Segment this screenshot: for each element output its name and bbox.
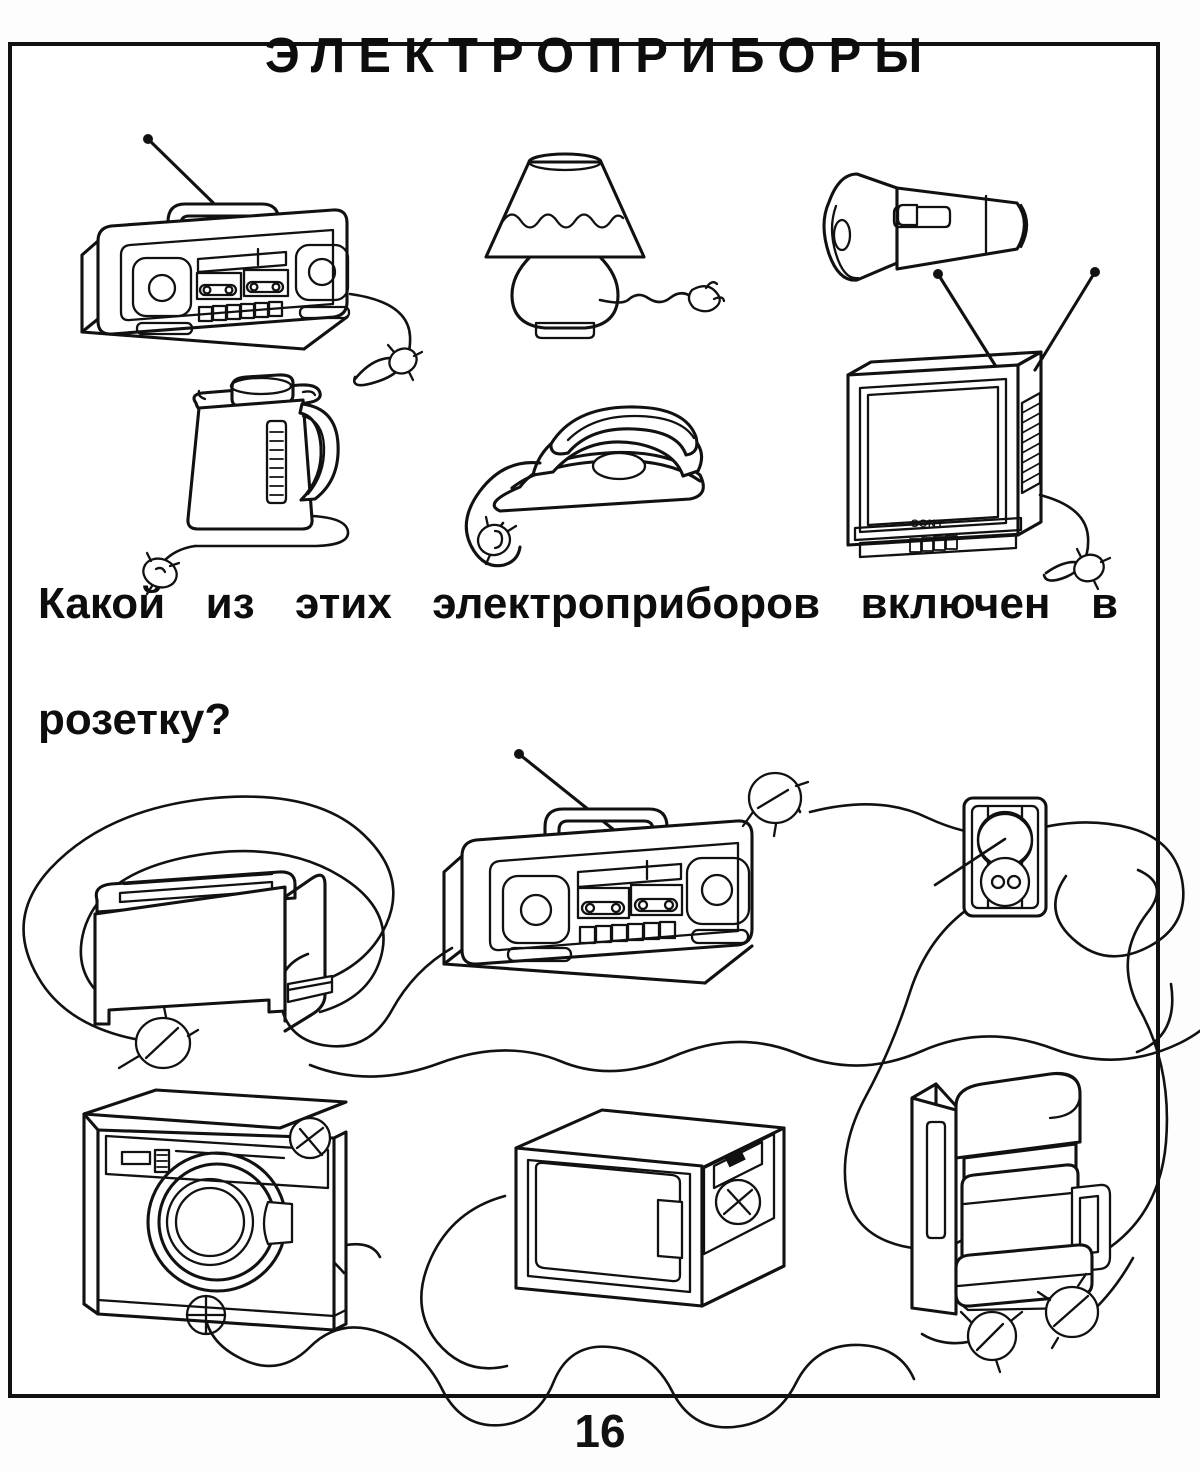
question-text: Какой из этих электроприборов включен в … (38, 575, 1118, 749)
page-title: ЭЛЕКТРОПРИБОРЫ (264, 29, 936, 83)
page-number: 16 (574, 1405, 626, 1457)
question-line-1: Какой из этих электроприборов включен в (38, 579, 1118, 628)
question-line-2: розетку? (38, 695, 232, 745)
